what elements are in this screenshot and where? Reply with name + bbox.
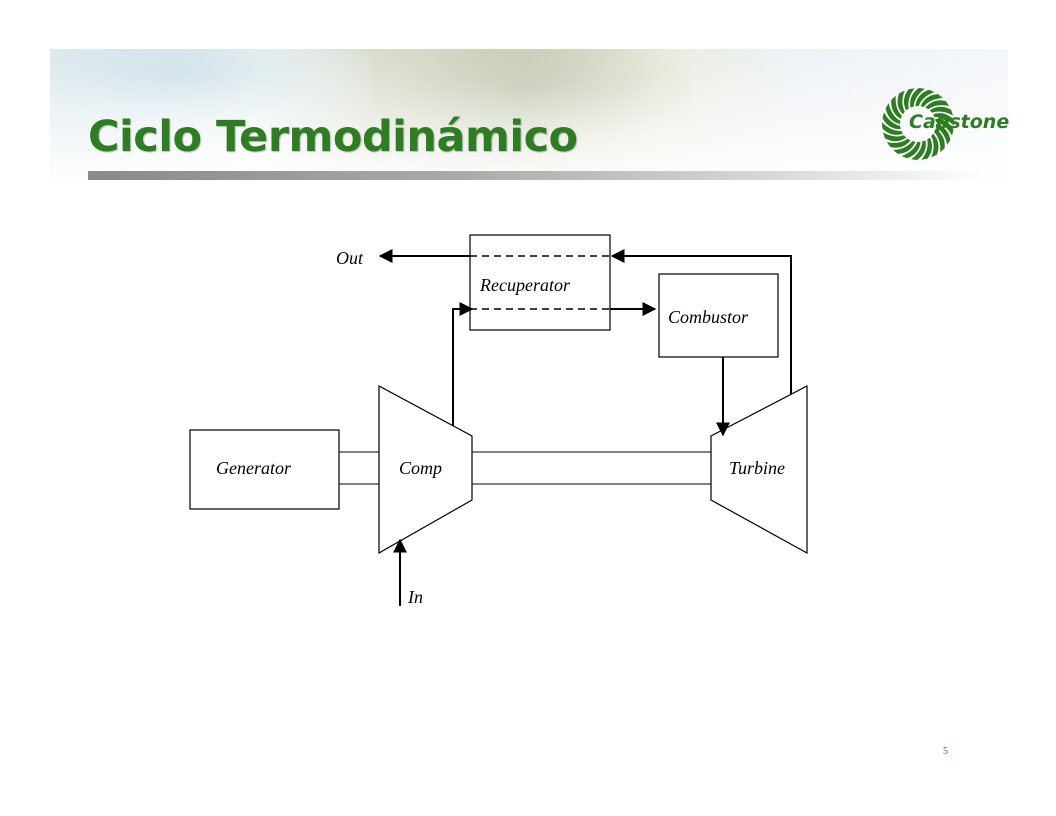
logo-blade	[935, 124, 951, 145]
label-turbine: Turbine	[729, 458, 785, 478]
banner-fade	[50, 49, 1008, 179]
logo-blade	[925, 100, 950, 110]
logo-blade	[886, 138, 911, 148]
logo-blade	[893, 141, 916, 154]
label-comp: Comp	[399, 458, 442, 478]
logo-blade	[882, 122, 903, 135]
logo-blade	[897, 90, 905, 115]
logo-blade	[903, 88, 915, 111]
combustor-box	[658, 273, 779, 358]
recuperator-box	[469, 234, 611, 331]
logo-blade	[915, 89, 935, 107]
logo-blade	[920, 94, 943, 107]
logo-blade	[934, 129, 945, 153]
logo-hub	[901, 107, 935, 141]
logo-blade	[901, 141, 921, 159]
title-underline	[88, 171, 983, 180]
turbine-shape	[710, 385, 808, 555]
logo-blade	[882, 112, 901, 130]
capstone-logo-icon	[882, 88, 954, 160]
logo-blade	[885, 103, 901, 124]
logo-blade	[933, 113, 954, 126]
shaft	[471, 451, 713, 485]
turbine-exhaust-to-recuperator-flow	[610, 249, 792, 394]
logo-blade	[883, 132, 907, 142]
compressor-to-recuperator-flow	[452, 302, 474, 426]
label-in: In	[407, 587, 423, 607]
capstone-logo-text: Capstone	[909, 111, 1010, 133]
generator-shaft	[338, 451, 380, 485]
logo-blade	[911, 140, 926, 160]
logo-blade	[891, 95, 902, 119]
label-recuperator: Recuperator	[479, 275, 571, 295]
logo-blade	[931, 133, 939, 158]
page-number: 5	[943, 746, 948, 757]
label-out: Out	[336, 248, 364, 268]
logo-blade	[910, 88, 925, 108]
logo-blade	[921, 137, 933, 160]
header-banner	[50, 49, 1008, 179]
label-combustor: Combustor	[668, 307, 749, 327]
label-generator: Generator	[216, 458, 292, 478]
generator-box	[189, 429, 340, 510]
slide-title: Ciclo Termodinámico	[88, 112, 578, 162]
logo-blade	[929, 106, 953, 116]
logo-blade	[935, 118, 954, 136]
compressor-shape	[378, 384, 473, 555]
